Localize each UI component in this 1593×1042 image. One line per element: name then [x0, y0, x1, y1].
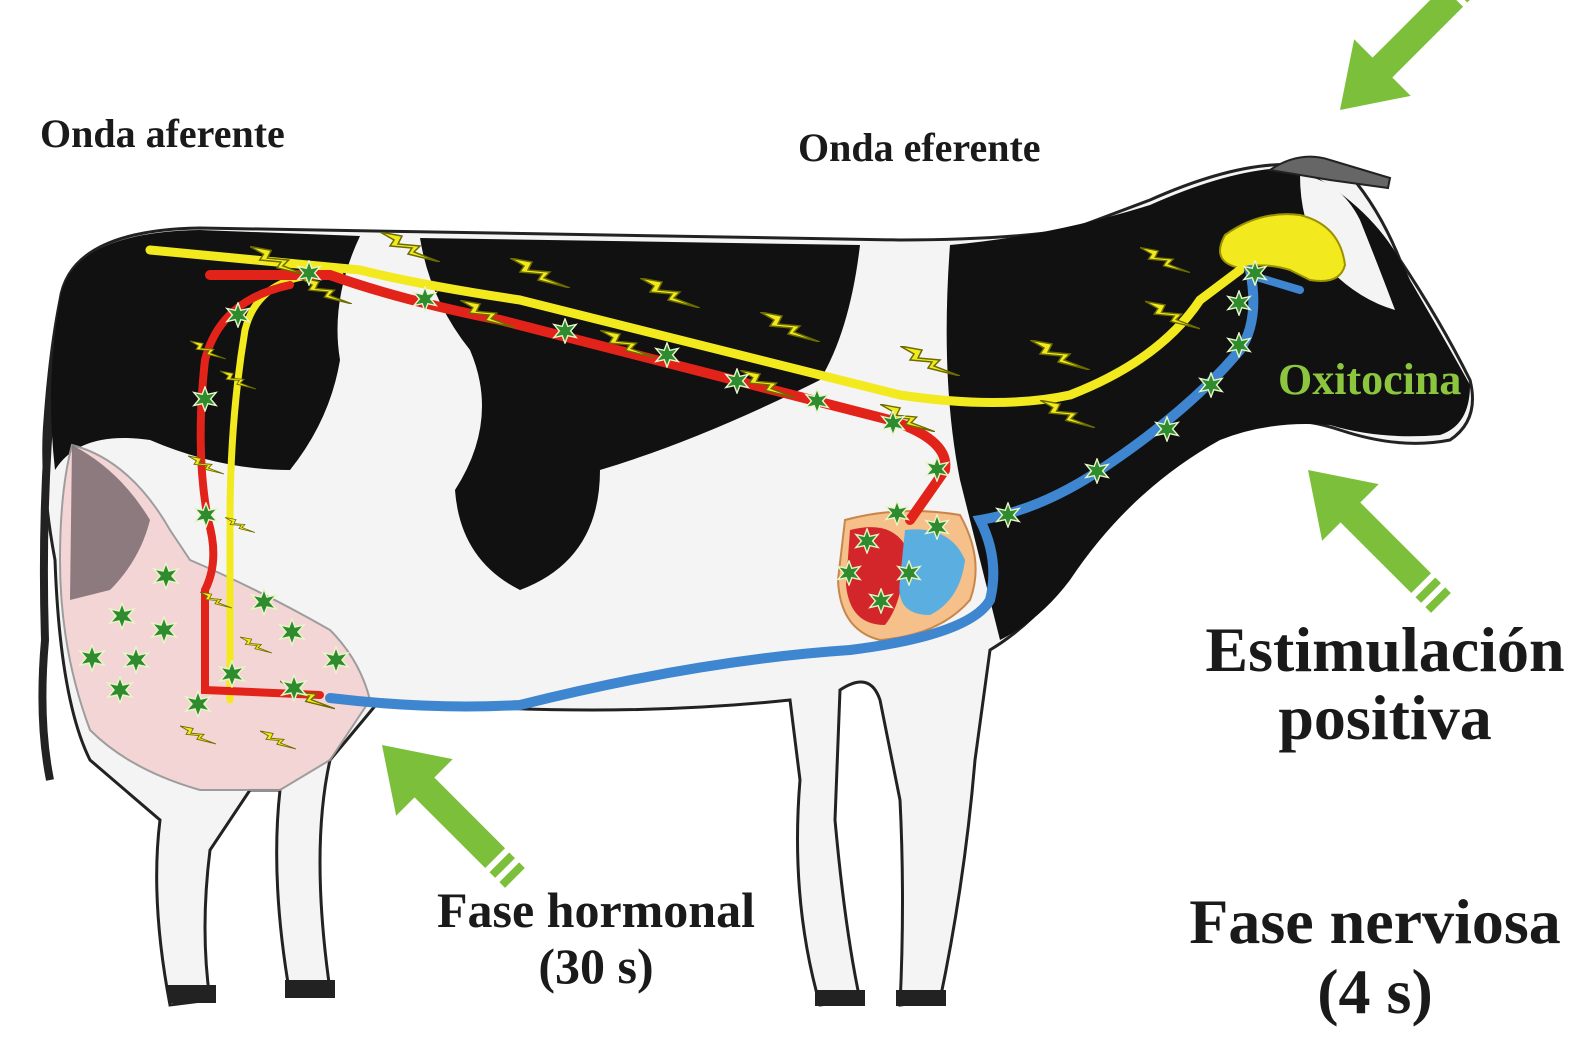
oxitocina-label: Oxitocina: [1278, 358, 1461, 402]
estimulacion-line1: Estimulación: [1190, 618, 1580, 682]
stimulus-arrow-icon: [354, 717, 544, 907]
stimulus-arrow-icon: [1312, 0, 1502, 138]
fase-nerviosa-label: Fase nerviosa (4 s): [1170, 890, 1580, 1024]
cow-body: [42, 157, 1472, 1006]
estimulacion-positiva-label: Estimulación positiva: [1190, 618, 1580, 750]
estimulacion-line2: positiva: [1190, 686, 1580, 750]
fase-hormonal-line1: Fase hormonal: [406, 885, 786, 935]
fase-hormonal-line2: (30 s): [406, 941, 786, 991]
onda-aferente-label: Onda aferente: [40, 114, 285, 154]
onda-eferente-label: Onda eferente: [798, 128, 1041, 168]
fase-nerviosa-line1: Fase nerviosa: [1170, 890, 1580, 954]
stimulus-arrow-icon: [1280, 442, 1470, 632]
fase-hormonal-label: Fase hormonal (30 s): [406, 885, 786, 991]
fase-nerviosa-line2: (4 s): [1170, 960, 1580, 1024]
